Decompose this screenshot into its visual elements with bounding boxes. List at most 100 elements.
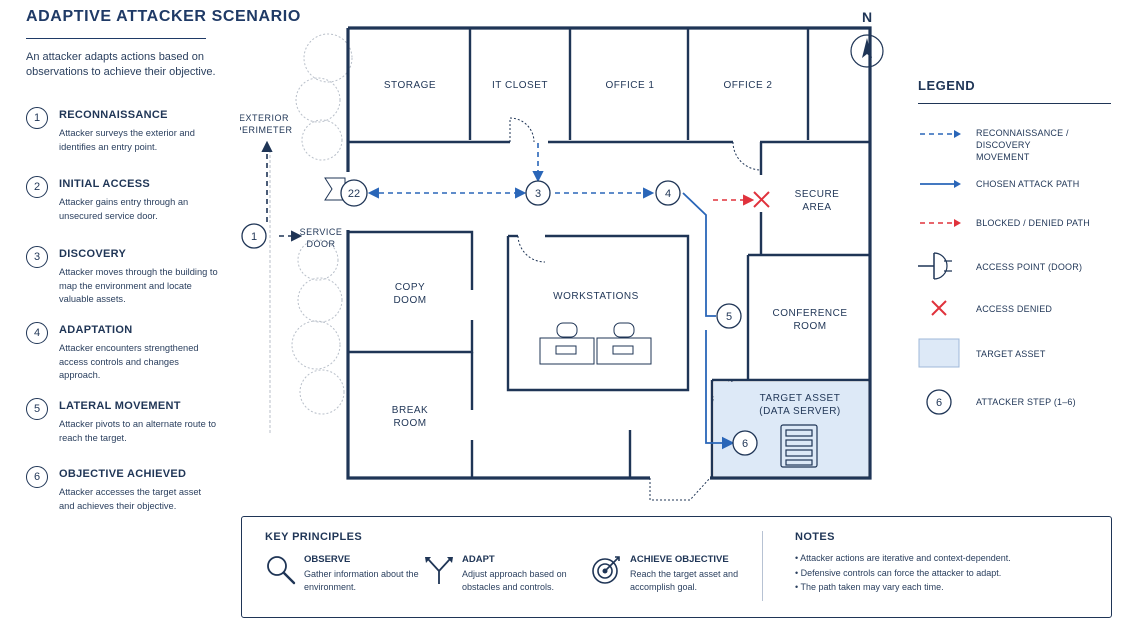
step-markers: 1 22 3 4 5 6 — [241, 179, 758, 456]
room-label-room: ROOM — [793, 321, 826, 332]
legend-label: BLOCKED / DENIED PATH — [976, 218, 1090, 228]
principle-adapt: ADAPT Adjust approach based on obstacles… — [422, 553, 582, 603]
room-label-copy: COPY — [395, 282, 425, 293]
target-icon — [592, 556, 620, 584]
fork-arrow-icon — [425, 557, 453, 584]
marker-step-4: 4 — [665, 188, 671, 200]
step-number-badge: 1 — [26, 107, 48, 129]
principle-title: OBSERVE — [304, 554, 351, 565]
server-rack-icon — [780, 424, 818, 468]
door-icon — [918, 252, 952, 280]
marker-step-5: 5 — [726, 311, 732, 323]
step-number-badge: 4 — [26, 322, 48, 344]
step-title: ADAPTATION — [59, 324, 133, 336]
legend-item-target: TARGET ASSET — [918, 338, 1118, 368]
note-item: The path taken may vary each time. — [795, 580, 1011, 595]
legend-item-recon: RECONNAISSANCE / DISCOVERY MOVEMENT — [918, 126, 1118, 162]
step-number-badge: 3 — [26, 246, 48, 268]
page-title: ADAPTIVE ATTACKER SCENARIO — [26, 8, 301, 25]
floor-plan: N STORAGE IT CLOSET OFFICE 1 OFFICE 2 SE… — [240, 9, 884, 501]
legend-label-line2: MOVEMENT — [976, 152, 1030, 162]
step-description: Attacker encounters strengthened access … — [59, 343, 199, 380]
legend-label: CHOSEN ATTACK PATH — [976, 179, 1080, 189]
interior-walls — [348, 28, 870, 478]
principle-achieve: ACHIEVE OBJECTIVE Reach the target asset… — [590, 553, 750, 603]
room-label-doom: DOOM — [393, 295, 426, 306]
marker-step-6: 6 — [742, 438, 748, 450]
legend-label: ATTACKER STEP (1–6) — [976, 397, 1076, 407]
bottom-panel: KEY PRINCIPLES OBSERVE Gather informatio… — [241, 516, 1112, 618]
step-title: RECONNAISSANCE — [59, 109, 168, 121]
step-title: DISCOVERY — [59, 248, 127, 260]
legend-step-symbol: 6 — [936, 397, 942, 409]
key-principles-title: KEY PRINCIPLES — [265, 531, 363, 543]
service-label: SERVICE — [300, 227, 343, 237]
room-label-it-closet: IT CLOSET — [492, 80, 548, 91]
exterior-label: EXTERIOR — [240, 113, 289, 123]
door-label: DOOR — [307, 239, 336, 249]
access-denied-marker — [753, 191, 770, 208]
dashed-red-arrow-icon — [920, 219, 961, 227]
principle-description: Gather information about the environment… — [304, 569, 419, 592]
title-underline — [26, 38, 206, 39]
legend-item-door: ACCESS POINT (DOOR) — [918, 251, 1118, 281]
red-x-icon — [931, 300, 947, 316]
room-label-workstations: WORKSTATIONS — [553, 291, 639, 302]
target-swatch-icon — [918, 338, 960, 368]
legend-label: TARGET ASSET — [976, 349, 1046, 359]
magnifier-icon — [267, 556, 296, 585]
legend-label: RECONNAISSANCE / DISCOVERY — [976, 128, 1069, 150]
room-label-conference: CONFERENCE — [772, 308, 847, 319]
marker-step-3: 3 — [535, 188, 541, 200]
solid-blue-arrow-icon — [920, 180, 961, 188]
legend-item-denied: ACCESS DENIED — [918, 294, 1118, 324]
legend-title: LEGEND — [918, 78, 976, 93]
reconnaissance-path — [261, 140, 655, 242]
step-description: Attacker accesses the target asset and a… — [59, 487, 202, 511]
step-circle-icon: 6 — [926, 389, 952, 415]
legend-underline — [918, 103, 1111, 104]
step-number-badge: 6 — [26, 466, 48, 488]
building-walls — [346, 26, 872, 480]
compass-icon: N — [850, 9, 884, 68]
legend-label: ACCESS DENIED — [976, 304, 1053, 314]
panel-divider — [762, 531, 763, 601]
legend-item-blocked: BLOCKED / DENIED PATH — [918, 215, 1118, 245]
step-title: INITIAL ACCESS — [59, 178, 150, 190]
workstation-desks-icon — [539, 322, 652, 365]
legend-item-step: 6 ATTACKER STEP (1–6) — [918, 387, 1118, 417]
marker-step-1: 1 — [251, 231, 257, 243]
note-item: Defensive controls can force the attacke… — [795, 566, 1011, 581]
dashed-blue-arrow-icon — [920, 130, 961, 138]
chosen-attack-path — [682, 192, 735, 450]
room-label-storage: STORAGE — [384, 80, 436, 91]
note-item: Attacker actions are iterative and conte… — [795, 551, 1011, 566]
room-label-office-2: OFFICE 2 — [723, 80, 772, 91]
notes-list: Attacker actions are iterative and conte… — [795, 551, 1011, 595]
room-label-data-server: (DATA SERVER) — [759, 406, 841, 417]
principle-description: Reach the target asset and accomplish go… — [630, 569, 739, 592]
step-description: Attacker surveys the exterior and identi… — [59, 128, 195, 152]
step-number-badge: 5 — [26, 398, 48, 420]
room-label-office-1: OFFICE 1 — [605, 80, 654, 91]
service-door-icon — [324, 177, 346, 201]
step-title: OBJECTIVE ACHIEVED — [59, 468, 187, 480]
room-label-target-asset: TARGET ASSET — [760, 393, 841, 404]
step-description: Attacker pivots to an alternate route to… — [59, 419, 217, 443]
step-description: Attacker moves through the building to m… — [59, 267, 218, 304]
step-title: LATERAL MOVEMENT — [59, 400, 181, 412]
legend-label: ACCESS POINT (DOOR) — [976, 262, 1083, 272]
room-label-area: AREA — [802, 202, 831, 213]
step-description: Attacker gains entry through an unsecure… — [59, 197, 189, 221]
marker-step-2: 22 — [348, 188, 360, 200]
intro-text: An attacker adapts actions based on obse… — [26, 51, 216, 78]
principle-title: ADAPT — [462, 554, 495, 565]
room-label-break: BREAK — [392, 405, 428, 416]
principle-observe: OBSERVE Gather information about the env… — [264, 553, 424, 603]
exterior-shrubbery — [291, 33, 353, 415]
compass-north-label: N — [862, 9, 872, 25]
step-number-badge: 2 — [26, 176, 48, 198]
notes-title: NOTES — [795, 531, 835, 543]
room-label-secure: SECURE — [795, 189, 840, 200]
legend-item-chosen-path: CHOSEN ATTACK PATH — [918, 176, 1118, 206]
